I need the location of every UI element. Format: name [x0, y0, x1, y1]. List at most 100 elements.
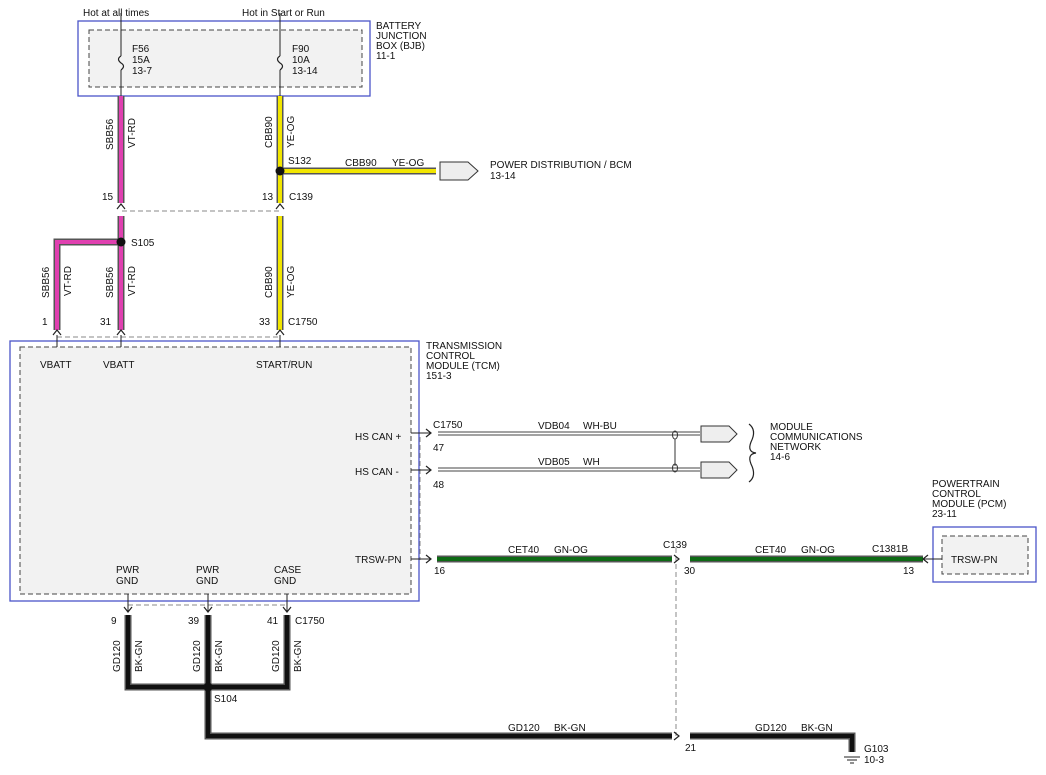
wire-label-cbb90-lower-circuit: CBB90: [264, 266, 275, 298]
wire-label-gd120-pin39-color: BK-GN: [214, 640, 225, 672]
pin-48-label: 48: [433, 480, 445, 491]
wire-label-cet40-left-color: GN-OG: [554, 545, 588, 556]
pin-13-c139-label: 13: [262, 192, 274, 203]
connector-c1381b-label: C1381B: [872, 544, 908, 555]
wire-label-cet40-left-circuit: CET40: [508, 545, 540, 556]
tcm-pin-hs-can-plus: HS CAN +: [355, 432, 402, 443]
c139-pin21-terminal-icon: [673, 731, 680, 741]
wire-label-gd120-pin9-color: BK-GN: [134, 640, 145, 672]
c139-pin15-terminal-icon: [116, 203, 126, 210]
wire-label-gd120-pin9-circuit: GD120: [112, 640, 123, 672]
pin-41-label: 41: [267, 616, 279, 627]
hot-in-start-label: Hot in Start or Run: [242, 8, 325, 19]
wire-label-sbb56-upper-color: VT-RD: [127, 118, 138, 148]
pin-16-label: 16: [434, 566, 446, 577]
c1381b-pin13-terminal-icon: [922, 554, 929, 564]
wire-label-cet40-right-circuit: CET40: [755, 545, 787, 556]
pin-30-label: 30: [684, 566, 696, 577]
can-low-connector-icon: [700, 461, 738, 479]
c139-pin30-terminal-icon: [673, 554, 680, 564]
wire-label-gd120-bottom-left-circuit: GD120: [508, 723, 540, 734]
fuse-f56-icon: [117, 55, 125, 71]
wire-label-sbb56-lower-circuit: SBB56: [105, 266, 116, 298]
connector-c139-label: C139: [289, 192, 313, 203]
wire-label-vdb05-color: WH: [583, 457, 600, 468]
splice-s132-label: S132: [288, 156, 312, 167]
splice-s132: [275, 166, 285, 176]
power-distribution-ref: 13-14: [490, 171, 516, 182]
wire-label-sbb56-upper-circuit: SBB56: [105, 118, 116, 150]
wire-gd120-ground: [124, 615, 856, 752]
pin-33-label: 33: [259, 317, 271, 328]
tcm-pin-hs-can-minus: HS CAN -: [355, 467, 399, 478]
tcm-pin-trsw-pn: TRSW-PN: [355, 555, 401, 566]
wire-label-cbb90-branch-circuit: CBB90: [345, 158, 377, 169]
connector-c1750-side-label: C1750: [433, 420, 463, 431]
wire-vdb04-can-high: [438, 431, 700, 436]
wire-label-cbb90-branch-color: YE-OG: [392, 158, 424, 169]
connector-c1750-bottom-label: C1750: [295, 616, 325, 627]
wire-label-cbb90-lower-color: YE-OG: [286, 266, 297, 298]
wire-label-sbb56-lower-color: VT-RD: [127, 266, 138, 296]
wire-label-cbb90-upper-circuit: CBB90: [264, 116, 275, 148]
splice-s105: [116, 237, 126, 247]
wire-label-gd120-pin41-circuit: GD120: [271, 640, 282, 672]
c139-pin13-terminal-icon: [275, 203, 285, 210]
connector-c1750-top-label: C1750: [288, 317, 318, 328]
connector-c139-right-label: C139: [663, 540, 687, 551]
pcm-module-inner: [941, 535, 1029, 575]
c1750-pin31-terminal-icon: [116, 329, 126, 336]
ground-icon: [844, 756, 860, 764]
tcm-pin-start-run: START/RUN: [256, 360, 312, 371]
pin-15-label: 15: [102, 192, 114, 203]
splice-s105-label: S105: [131, 238, 155, 249]
wire-label-vdb04-circuit: VDB04: [538, 421, 570, 432]
tcm-module-inner: [19, 346, 412, 595]
network-bracket-icon: [748, 423, 757, 483]
wire-label-gd120-pin41-color: BK-GN: [293, 640, 304, 672]
splice-s104: [203, 682, 213, 692]
splice-s104-label: S104: [214, 694, 238, 705]
hot-at-all-times-label: Hot at all times: [83, 8, 149, 19]
twisted-pair-icon: [672, 430, 678, 473]
wire-label-gd120-bottom-right-circuit: GD120: [755, 723, 787, 734]
pin-9-label: 9: [111, 616, 117, 627]
wire-label-vdb04-color: WH-BU: [583, 421, 617, 432]
c1750-pin33-terminal-icon: [275, 329, 285, 336]
pin-47-label: 47: [433, 443, 445, 454]
can-high-connector-icon: [700, 425, 738, 443]
c1750-pin1-terminal-icon: [52, 329, 62, 336]
pin-13-pcm-label: 13: [903, 566, 915, 577]
wire-label-cet40-right-color: GN-OG: [801, 545, 835, 556]
wire-label-gd120-pin39-circuit: GD120: [192, 640, 203, 672]
wire-label-vdb05-circuit: VDB05: [538, 457, 570, 468]
fuse-f90-icon: [276, 55, 284, 71]
pin-21-label: 21: [685, 743, 697, 754]
pin-39-label: 39: [188, 616, 200, 627]
wire-vdb05-can-low: [438, 467, 700, 472]
power-distribution-title: POWER DISTRIBUTION / BCM: [490, 160, 632, 171]
power-distribution-connector-icon: [439, 161, 479, 181]
wire-sbb56-branch: [53, 238, 121, 330]
bjb-module-inner: [88, 29, 363, 88]
tcm-pin-vbatt1: VBATT: [40, 360, 71, 371]
pcm-pin-trsw-label: TRSW-PN: [951, 555, 997, 566]
wire-label-sbb56-branch-circuit: SBB56: [41, 266, 52, 298]
pin-31-label: 31: [100, 317, 112, 328]
wire-label-cbb90-upper-color: YE-OG: [286, 116, 297, 148]
wire-label-sbb56-branch-color: VT-RD: [63, 266, 74, 296]
wire-label-gd120-bottom-left-color: BK-GN: [554, 723, 586, 734]
pin-1-label: 1: [42, 317, 48, 328]
tcm-pin-vbatt2: VBATT: [103, 360, 134, 371]
